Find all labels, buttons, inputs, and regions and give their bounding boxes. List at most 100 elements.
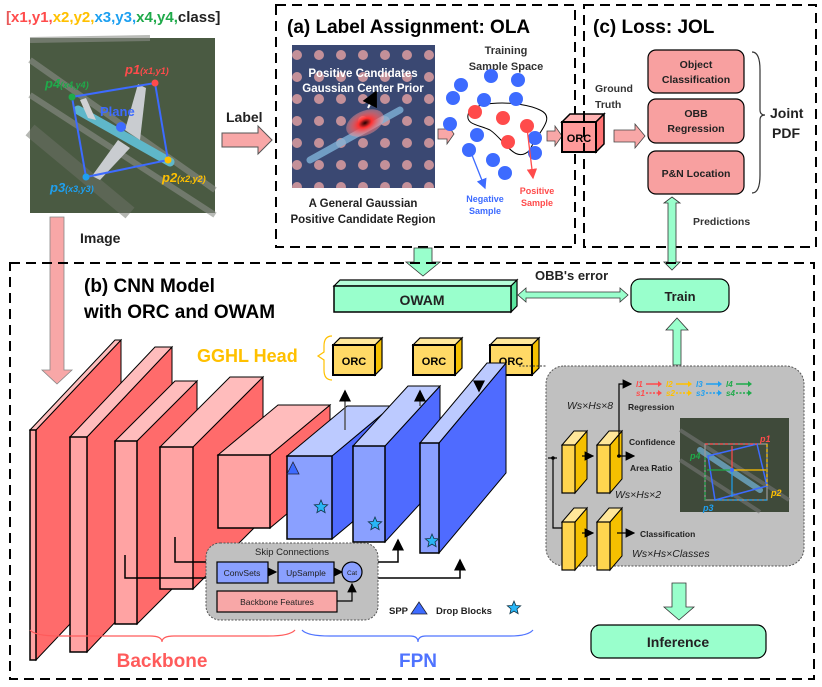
- gt-arrow: [613, 122, 646, 150]
- gaussian-prior-image: Positive Candidates Gaussian Center Prio…: [292, 45, 435, 188]
- positive-sample-dot: [520, 119, 534, 133]
- svg-text:s2: s2: [666, 389, 675, 398]
- svg-text:p3: p3: [702, 503, 714, 513]
- head-conv-4: [595, 506, 624, 572]
- negative-sample-dot: [511, 73, 525, 87]
- svg-text:l4: l4: [726, 380, 733, 389]
- sample-space: [443, 69, 548, 180]
- svg-text:ORC: ORC: [342, 356, 367, 368]
- ground-truth-2: Truth: [595, 99, 621, 111]
- obb-error-label: OBB's error: [535, 268, 608, 283]
- backbone-brace: [29, 629, 296, 643]
- head-conv-3: [560, 506, 589, 572]
- drop-block-star-icon: [313, 498, 329, 514]
- predictions-arrow: [662, 196, 682, 271]
- loss-box-regression: OBB Regression: [647, 98, 745, 144]
- svg-text:p4: p4: [689, 451, 701, 461]
- spp-triangle-icon: [410, 601, 428, 615]
- head-to-train-arrow: [665, 317, 689, 366]
- negative-sample-dot: [484, 69, 498, 83]
- orc-head-2: ORC: [411, 336, 464, 377]
- predictions-label: Predictions: [693, 216, 750, 228]
- image-arrow-text: Image: [80, 230, 121, 246]
- dims-conf: Ws×Hs×2: [615, 489, 661, 501]
- drop-block-star-icon: [506, 599, 522, 615]
- positive-sample-dot: [496, 111, 510, 125]
- p2-label: p2(x2,y2): [161, 170, 206, 185]
- negative-sample-dot: [477, 93, 491, 107]
- negative-1: Negative: [466, 194, 504, 204]
- drop-block-star-icon: [506, 599, 522, 615]
- drop-block-star-icon: [367, 515, 383, 531]
- area-ratio-label: Area Ratio: [630, 463, 673, 473]
- positive-2: Sample: [521, 198, 553, 208]
- svg-text:ConvSets: ConvSets: [224, 568, 261, 578]
- label-format-part: x1,y1,: [11, 9, 53, 26]
- to-inference-arrow: [662, 582, 696, 621]
- drop-block-star-icon: [424, 532, 440, 548]
- label-format-part: x4,y4,: [136, 9, 178, 26]
- panel-a-title: (a) Label Assignment: OLA: [287, 17, 530, 38]
- image-arrow: [40, 216, 74, 385]
- negative-sample-dot: [509, 92, 523, 106]
- space-title-1: Training: [485, 45, 528, 57]
- negative-2: Sample: [469, 206, 501, 216]
- negative-sample-dot: [462, 143, 476, 157]
- positive-pointer: [526, 127, 538, 180]
- svg-text:l1: l1: [636, 380, 643, 389]
- label-format-part: x2,y2,: [53, 9, 95, 26]
- svg-text:Object: Object: [680, 59, 713, 71]
- inference-box: Inference: [590, 624, 767, 659]
- cnn-blocks: [28, 338, 508, 662]
- svg-text:ORC: ORC: [422, 356, 447, 368]
- svg-text:p1: p1: [759, 434, 771, 444]
- svg-text:Cat: Cat: [347, 570, 357, 577]
- svg-text:p2: p2: [770, 488, 782, 498]
- fpn-block-7: [351, 384, 442, 544]
- panel-b-border: [9, 262, 815, 680]
- small-arrow-2: [546, 124, 563, 148]
- label-format: [x1,y1,x2,y2,x3,y3,x4,y4,class]: [6, 9, 220, 26]
- svg-text:Inference: Inference: [647, 634, 709, 650]
- panel-b-title-2: with ORC and OWAM: [83, 302, 275, 323]
- gghl-head-label: GGHL Head: [197, 346, 298, 366]
- svg-text:ORC: ORC: [567, 133, 592, 145]
- negative-sample-dot: [470, 128, 484, 142]
- label-arrow-text: Label: [226, 109, 263, 125]
- panel-c-title: (c) Loss: JOL: [593, 17, 715, 38]
- ground-truth-1: Ground: [595, 83, 633, 95]
- center-point: [116, 122, 126, 132]
- train-box: Train: [630, 278, 730, 313]
- skip-title: Skip Connections: [255, 547, 329, 558]
- confidence-label: Confidence: [629, 437, 676, 447]
- positive-sample-dot: [468, 105, 482, 119]
- svg-text:l2: l2: [666, 380, 673, 389]
- head-detail-panel: Ws×Hs×8 Regression Confidence Area Ratio…: [519, 365, 805, 572]
- point-p4: [68, 93, 76, 101]
- dims-reg: Ws×Hs×8: [567, 400, 613, 412]
- svg-text:s3: s3: [696, 389, 705, 398]
- negative-sample-dot: [454, 78, 468, 92]
- skip-lines: [124, 380, 485, 579]
- input-image: Plane p1(x1,y1) p2(x2,y2) p3(x3,y3) p4(x…: [25, 35, 217, 219]
- head-conv-blocks: [560, 429, 624, 572]
- caption-1: A General Gaussian: [309, 198, 418, 210]
- negative-sample-dot: [443, 117, 457, 131]
- dims-cls: Ws×Hs×Classes: [632, 548, 710, 560]
- negative-pointer: [469, 149, 487, 190]
- positive-1: Positive: [520, 186, 555, 196]
- label-format-part: class]: [178, 9, 221, 26]
- point-p1: [151, 79, 159, 87]
- cat-node: [341, 561, 363, 583]
- joint-2: PDF: [772, 125, 800, 141]
- gghl-brace: [316, 335, 333, 381]
- spp-triangle-icon: [286, 461, 300, 475]
- orc-head-1: ORC: [331, 336, 384, 377]
- loss-box-classification: Object Classification: [647, 49, 745, 94]
- legend-drop: Drop Blocks: [436, 606, 492, 617]
- svg-text:P&N Location: P&N Location: [662, 168, 731, 180]
